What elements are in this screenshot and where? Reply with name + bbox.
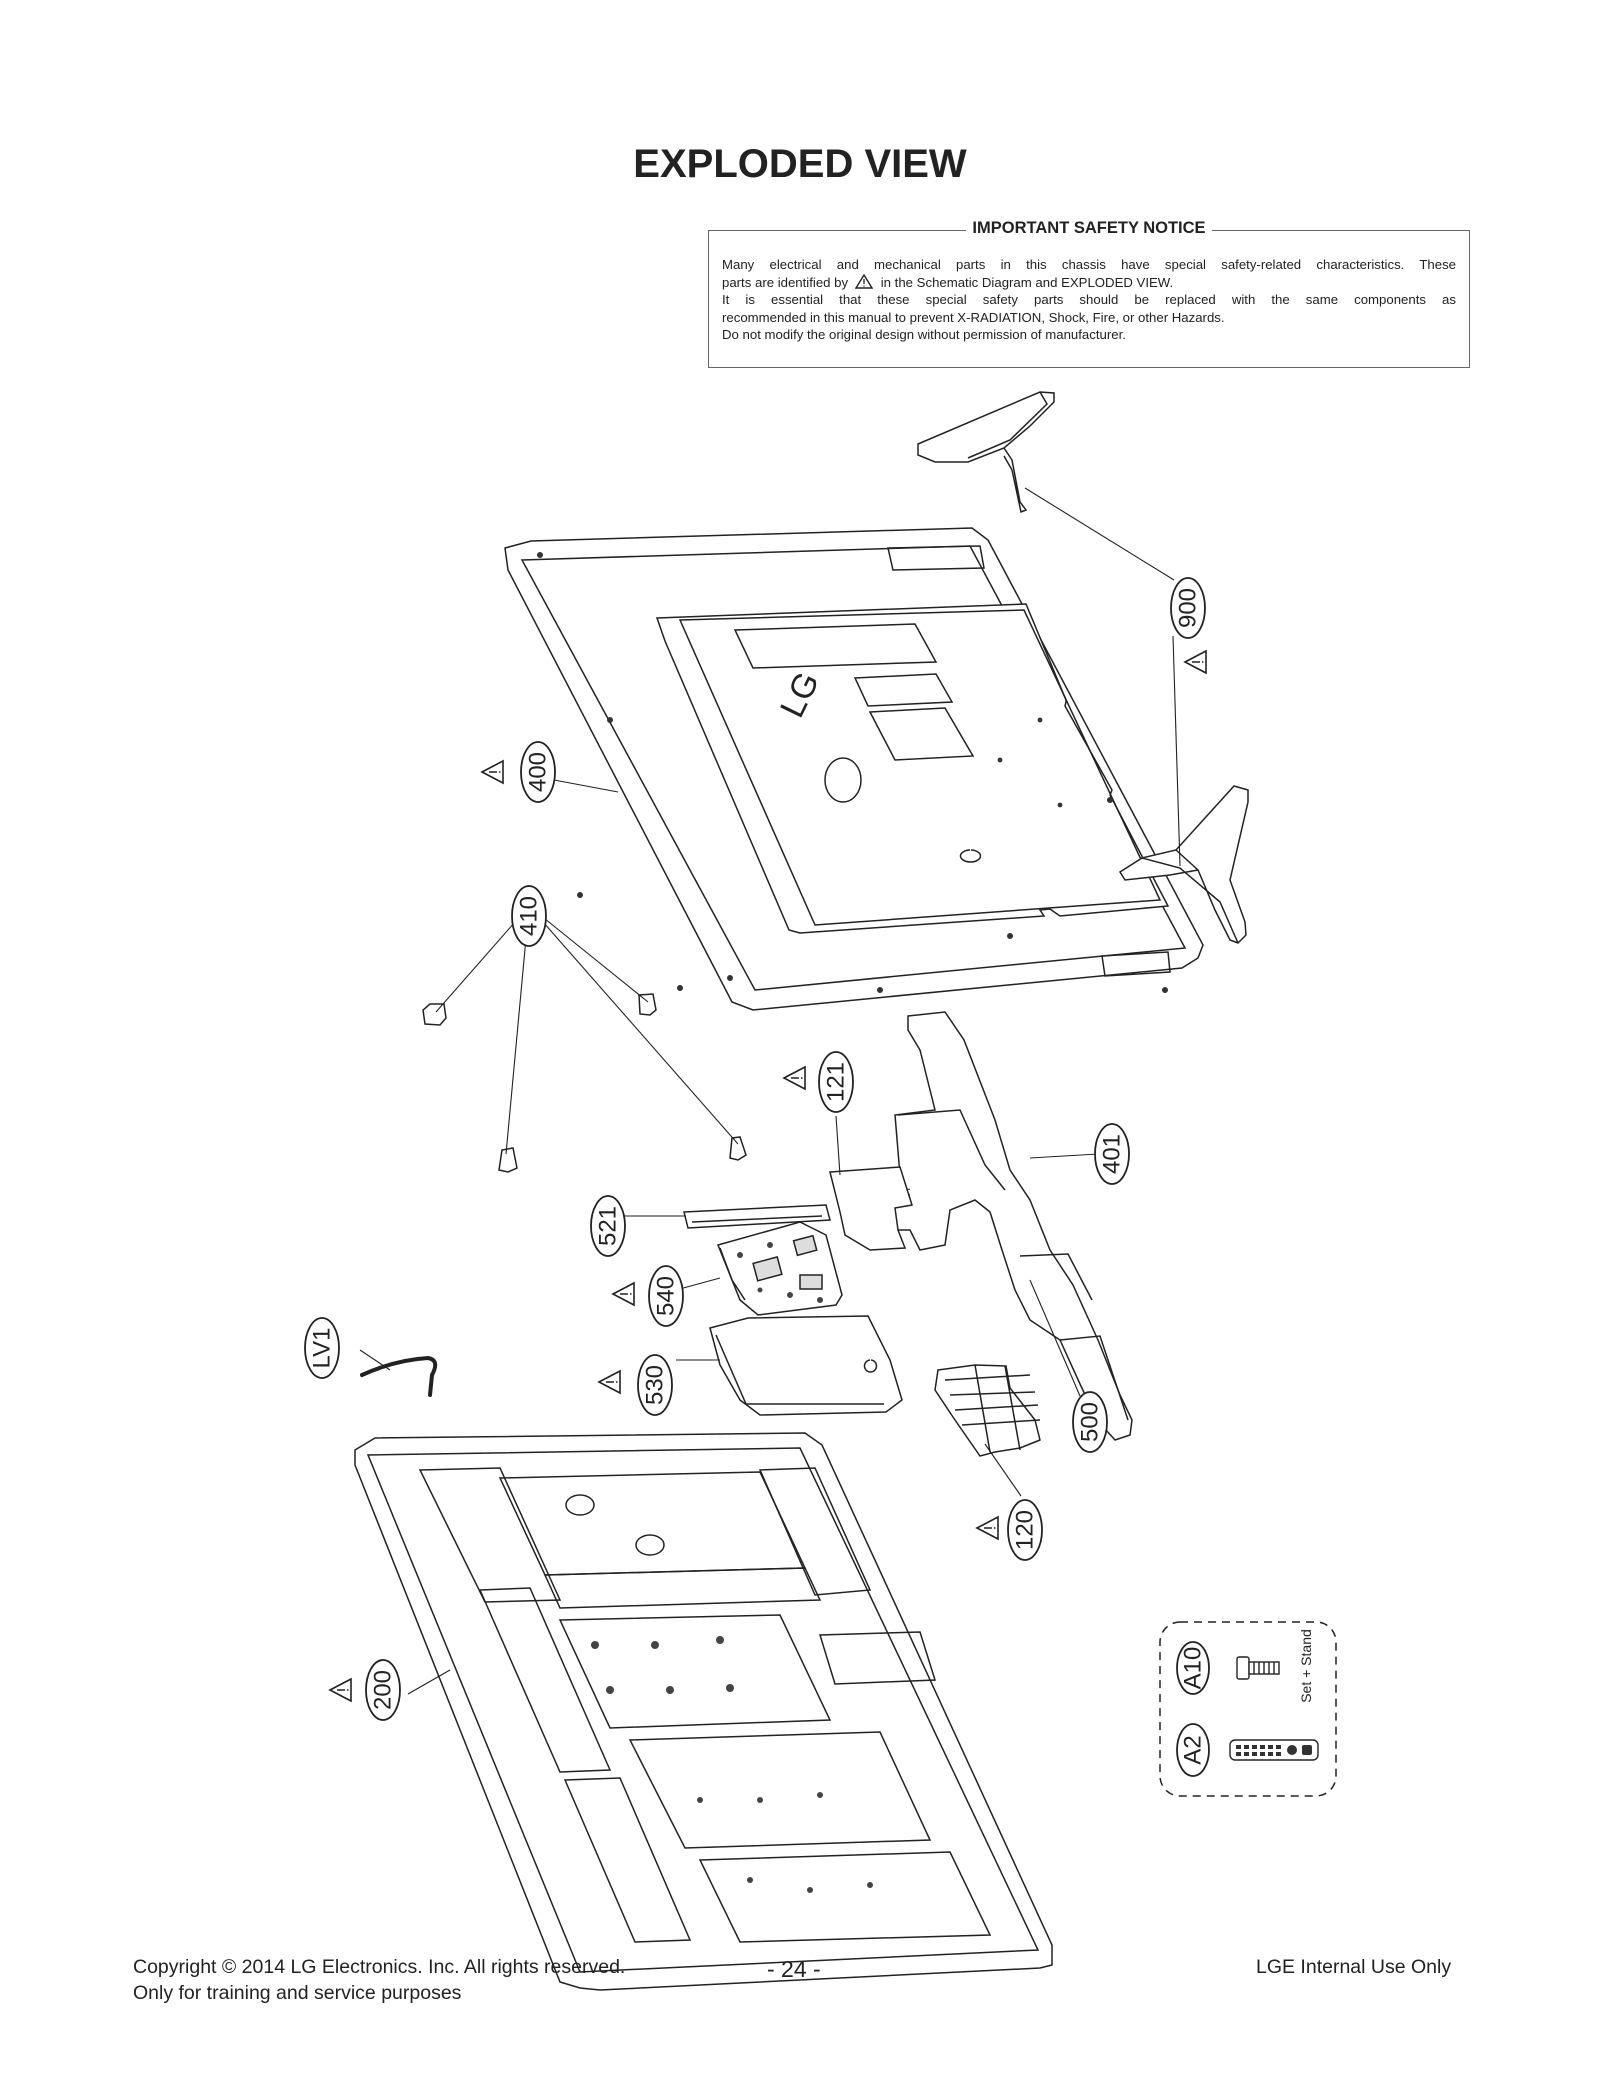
callout-120: 120 [976,1499,1043,1561]
main-board-part [716,1221,843,1316]
callout-900: 900 [1170,577,1207,674]
callout-410: 410 [511,885,547,947]
inner-frame-part [829,1166,913,1251]
remote-control-part [1229,1739,1319,1761]
svg-text:521: 521 [595,1206,622,1246]
notice-line-1: Many electrical and mechanical parts in … [722,257,1456,272]
screw-part [1236,1656,1280,1680]
stand-top-part [917,391,1055,514]
shield-bar-part [683,1204,831,1229]
svg-text:401: 401 [1099,1134,1126,1174]
lv1-cable-part [360,1355,438,1397]
power-board-part [709,1315,903,1416]
notice-line-4: recommended in this manual to prevent X-… [722,309,1225,325]
safety-notice-box: IMPORTANT SAFETY NOTICE Many electrical … [708,219,1470,368]
svg-text:900: 900 [1175,588,1202,628]
warning-icon [598,1370,621,1394]
warning-icon [1184,650,1207,674]
notice-line-2: parts are identified by in the Schematic… [722,273,1174,290]
svg-text:121: 121 [823,1062,850,1102]
notice-line-5: Do not modify the original design withou… [722,327,1126,343]
hinge-parts [422,993,747,1173]
svg-text:200: 200 [370,1670,397,1710]
back-cover-part: LG [504,527,1204,1011]
svg-text:530: 530 [642,1365,669,1405]
stand-bottom-part [1118,785,1249,944]
svg-text:A10: A10 [1180,1647,1207,1690]
notice-line-3: It is essential that these special safet… [722,292,1456,308]
page-title: EXPLODED VIEW [633,142,967,186]
svg-text:400: 400 [525,752,552,792]
accessory-label: Set + Stand [1298,1629,1314,1703]
callout-500: 500 [1072,1391,1108,1453]
speaker-module-part [934,1364,1041,1457]
warning-icon [612,1282,635,1306]
footer-page-number: - 24 - [767,1956,821,1982]
footer-internal-use: LGE Internal Use Only [1256,1956,1452,1978]
callout-lv1: LV1 [304,1317,340,1379]
svg-text:410: 410 [516,896,543,936]
callout-521: 521 [590,1195,626,1257]
svg-text:540: 540 [653,1276,680,1316]
safety-notice-text: Many electrical and mechanical parts in … [722,256,1456,344]
callout-540: 540 [612,1265,684,1327]
safety-notice-title: IMPORTANT SAFETY NOTICE [966,219,1212,237]
callout-121: 121 [783,1051,854,1113]
leader-lines [359,487,1181,1695]
warning-icon [329,1678,352,1702]
callout-401: 401 [1094,1123,1130,1185]
callout-530: 530 [598,1354,673,1416]
lcd-panel-part [354,1432,1053,1991]
warning-icon [976,1516,999,1540]
callout-a10: A10 [1176,1641,1210,1695]
safety-warning-icon [855,273,874,289]
svg-text:120: 120 [1012,1510,1039,1550]
svg-text:A2: A2 [1180,1735,1207,1764]
svg-text:500: 500 [1077,1402,1104,1442]
accessory-box: A10 Set + Stand A2 [1159,1621,1337,1797]
footer-copyright: Copyright © 2014 LG Electronics. Inc. Al… [133,1956,626,1978]
svg-text:LV1: LV1 [309,1328,336,1369]
callout-400: 400 [481,741,556,803]
callout-a2: A2 [1176,1723,1210,1777]
warning-icon [783,1066,806,1090]
footer-purpose: Only for training and service purposes [133,1982,462,2004]
warning-icon [481,760,504,784]
callout-200: 200 [329,1659,401,1721]
